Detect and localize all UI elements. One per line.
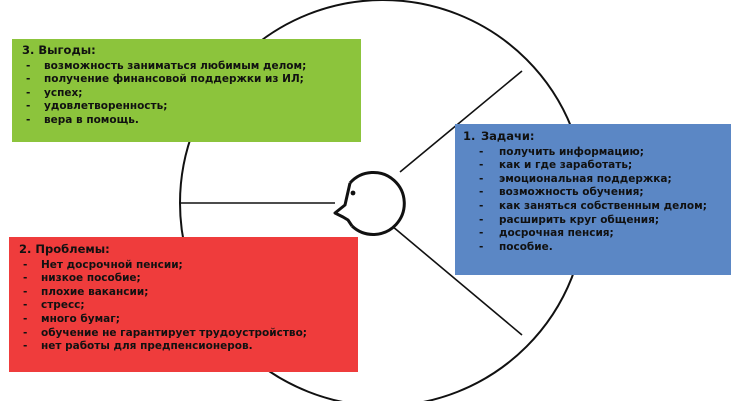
problems-box: 2. Проблемы: Нет досрочной пенсии; низко… bbox=[9, 237, 358, 372]
list-item: вера в помощь. bbox=[22, 114, 351, 128]
list-item: получение финансовой поддержки из ИЛ; bbox=[22, 73, 351, 87]
benefits-title: 3. Выгоды: bbox=[22, 43, 96, 57]
tasks-box: 1. Задачи: получить информацию; как и гд… bbox=[455, 124, 731, 275]
tasks-title: 1. Задачи: bbox=[463, 129, 721, 144]
list-item: много бумаг; bbox=[19, 313, 348, 327]
tasks-list: получить информацию; как и где заработат… bbox=[479, 146, 721, 255]
list-item: Нет досрочной пенсии; bbox=[19, 259, 348, 273]
list-item: удовлетворенность; bbox=[22, 100, 351, 114]
divider-line-upper-right bbox=[399, 70, 523, 173]
list-item: плохие вакансии; bbox=[19, 286, 348, 300]
list-item: как и где заработать; bbox=[479, 159, 721, 173]
tasks-title-text: Задачи: bbox=[481, 129, 535, 143]
list-item: пособие. bbox=[479, 241, 721, 255]
list-item: успех; bbox=[22, 87, 351, 101]
problems-list: Нет досрочной пенсии; низкое пособие; пл… bbox=[19, 259, 348, 354]
divider-line-lower-right bbox=[391, 225, 523, 336]
list-item: эмоциональная поддержка; bbox=[479, 173, 721, 187]
list-item: как заняться собственным делом; bbox=[479, 200, 721, 214]
list-item: стресс; bbox=[19, 299, 348, 313]
list-item: обучение не гарантирует трудоустройство; bbox=[19, 327, 348, 341]
list-item: нет работы для предпенсионеров. bbox=[19, 340, 348, 354]
head-icon bbox=[333, 170, 406, 236]
list-item: получить информацию; bbox=[479, 146, 721, 160]
list-item: возможность заниматься любимым делом; bbox=[22, 60, 351, 74]
benefits-list: возможность заниматься любимым делом; по… bbox=[22, 60, 351, 128]
tasks-number: 1. bbox=[463, 129, 476, 143]
benefits-box: 3. Выгоды: возможность заниматься любимы… bbox=[12, 39, 361, 142]
problems-title: 2. Проблемы: bbox=[19, 242, 110, 256]
list-item: возможность обучения; bbox=[479, 186, 721, 200]
list-item: низкое пособие; bbox=[19, 272, 348, 286]
list-item: расширить круг общения; bbox=[479, 214, 721, 228]
list-item: досрочная пенсия; bbox=[479, 227, 721, 241]
